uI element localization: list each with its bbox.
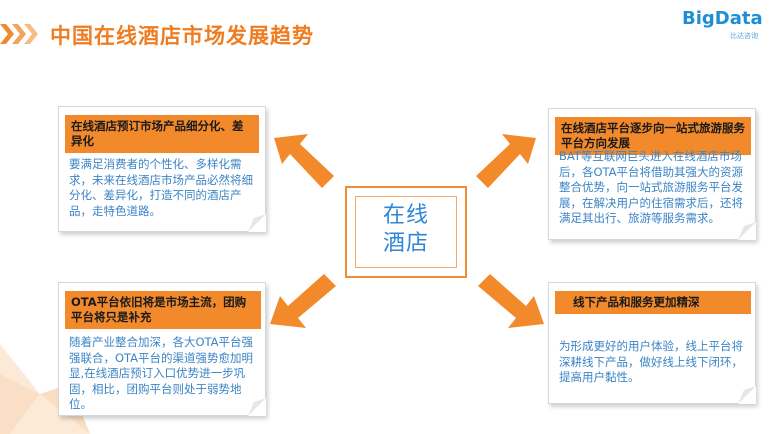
decorative-polygon-icon (0, 344, 90, 434)
card-body: 要满足消费者的个性化、多样化需求，未来在线酒店市场产品必然将细分化、差异化，打造… (69, 157, 253, 218)
card-body: BAT等互联网巨头进入在线酒店市场后，各OTA平台将借助其强大的资源整合优势，向… (559, 149, 744, 225)
card-title: 在线酒店平台逐步向一站式旅游服务平台方向发展 (555, 117, 751, 155)
card-bottom-left: OTA平台依旧将是市场主流，团购平台将只是补充 随着产业整合加深，各大OTA平台… (58, 282, 266, 416)
center-label-line1: 在线 (382, 203, 429, 228)
page-fold-icon (738, 386, 756, 404)
arrow-up-left-icon (274, 134, 334, 188)
logo-subtitle: 比达咨询 (730, 32, 758, 40)
bigdata-logo: BigData 比达咨询 (682, 8, 763, 42)
center-label: 在线 酒店 (347, 202, 465, 258)
center-label-line2: 酒店 (382, 231, 429, 256)
center-inner-frame (355, 196, 457, 268)
page-fold-icon (738, 222, 756, 240)
logo-text: BigData (682, 8, 763, 29)
card-bottom-right: 线下产品和服务更加精深 为形成更好的用户体验，线上平台将深耕线下产品，做好线上线… (548, 282, 756, 404)
page-title: 中国在线酒店市场发展趋势 (50, 24, 314, 48)
card-title: OTA平台依旧将是市场主流，团购平台将只是补充 (65, 291, 261, 329)
center-box: 在线 酒店 (345, 186, 467, 278)
card-body: 为形成更好的用户体验，线上平台将深耕线下产品，做好线上线下闭环，提高用户黏性。 (559, 339, 743, 384)
card-title: 线下产品和服务更加精深 (555, 291, 751, 314)
card-title: 在线酒店预订市场产品细分化、差异化 (65, 115, 259, 153)
arrow-down-left-icon (270, 274, 336, 328)
card-body: 随着产业整合加深，各大OTA平台强强联合，OTA平台的渠道强势愈加明显,在线酒店… (69, 335, 254, 411)
card-top-left: 在线酒店预订市场产品细分化、差异化 要满足消费者的个性化、多样化需求，未来在线酒… (58, 106, 266, 232)
card-top-right: 在线酒店平台逐步向一站式旅游服务平台方向发展 BAT等互联网巨头进入在线酒店市场… (548, 108, 756, 240)
arrow-down-right-icon (478, 274, 544, 328)
page-fold-icon (248, 214, 266, 232)
arrow-up-right-icon (476, 134, 536, 188)
chevron-decoration-icon (0, 24, 38, 44)
page-fold-icon (248, 398, 266, 416)
